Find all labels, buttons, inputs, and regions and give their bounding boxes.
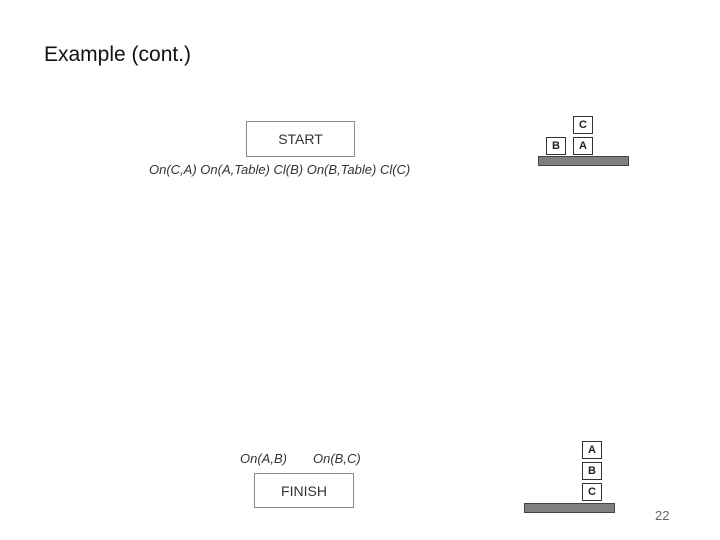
start-label: START (278, 131, 323, 147)
finish-table (524, 503, 615, 513)
start-operator-box: START (246, 121, 355, 157)
finish-condition-on-b-c: On(B,C) (313, 451, 361, 466)
start-block-a: A (573, 137, 593, 155)
finish-label: FINISH (281, 482, 327, 499)
page-number: 22 (655, 508, 670, 523)
slide-title: Example (cont.) (44, 43, 192, 66)
finish-operator-box: FINISH (254, 473, 354, 508)
finish-condition-on-a-b: On(A,B) (240, 451, 287, 466)
finish-block-b: B (582, 462, 602, 480)
finish-block-c: C (582, 483, 602, 501)
start-conditions: On(C,A) On(A,Table) Cl(B) On(B,Table) Cl… (149, 162, 411, 177)
finish-block-a: A (582, 441, 602, 459)
start-table (538, 156, 629, 166)
start-block-b: B (546, 137, 566, 155)
start-block-c: C (573, 116, 593, 134)
